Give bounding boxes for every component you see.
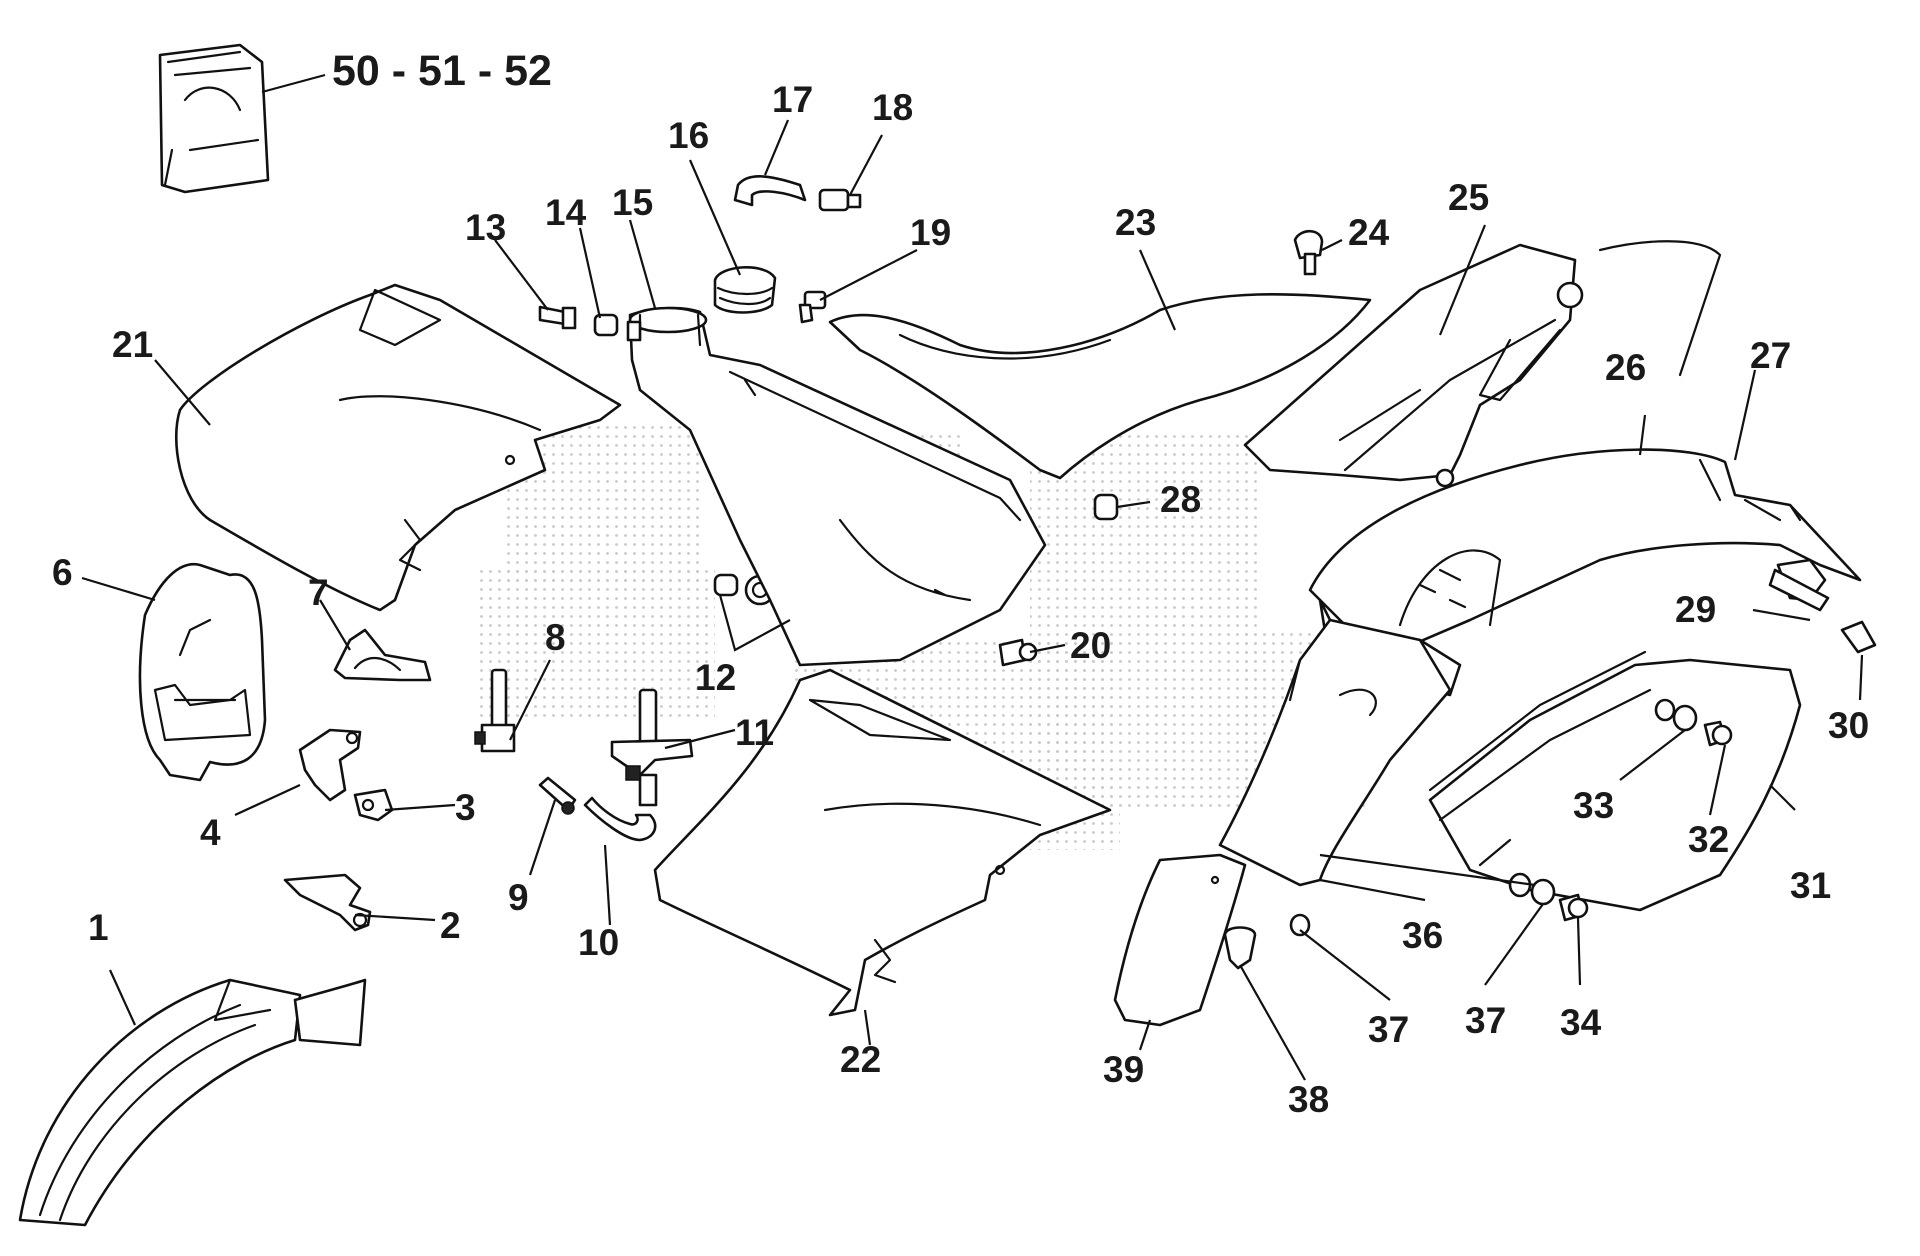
part-seat-bolt-24: [1293, 229, 1324, 276]
callout-21: 21: [112, 324, 153, 365]
callout-15: 15: [612, 182, 653, 223]
callout-19: 19: [910, 212, 951, 253]
callout-6: 6: [52, 552, 73, 593]
callout-2: 2: [440, 905, 461, 946]
part-fitting-18: [818, 188, 862, 212]
part-screw-34: [1558, 893, 1589, 922]
callout-39: 39: [1103, 1049, 1144, 1090]
callout-labels: 50 - 51 - 52 1 2 3 4 6 7 8 9 10 11 12 13…: [52, 47, 1869, 1120]
callout-31: 31: [1790, 865, 1831, 906]
part-fitting-9: [538, 776, 577, 815]
callout-33: 33: [1573, 785, 1614, 826]
part-side-panel-25: [1243, 240, 1722, 488]
callout-10: 10: [578, 922, 619, 963]
callout-18: 18: [872, 87, 913, 128]
callout-11: 11: [735, 712, 774, 753]
part-strap-7: [333, 628, 432, 682]
part-shroud-left-21: [174, 283, 622, 612]
callout-22: 22: [840, 1039, 881, 1080]
callout-20: 20: [1070, 625, 1111, 666]
callout-28: 28: [1160, 479, 1201, 520]
callout-38: 38: [1288, 1079, 1329, 1120]
part-number-plate-31: [1428, 650, 1802, 912]
part-washer-33: [1654, 698, 1698, 732]
leader-lines: [81, 73, 1864, 1081]
part-nut-14: [593, 313, 619, 337]
part-plug-38: [1223, 926, 1257, 970]
callout-29: 29: [1675, 589, 1716, 630]
part-fuel-cap-16: [713, 266, 777, 314]
callout-26: 26: [1605, 347, 1646, 388]
callout-36: 36: [1402, 915, 1443, 956]
callout-8: 8: [545, 617, 566, 658]
part-headlight-mask-6: [138, 562, 267, 782]
callout-34: 34: [1560, 1002, 1602, 1043]
callout-16: 16: [668, 115, 709, 156]
callout-9: 9: [508, 877, 529, 918]
part-bracket-4: [298, 728, 362, 802]
part-fuel-tank-15: [626, 306, 1047, 667]
callout-3: 3: [455, 787, 476, 828]
part-hose-10: [583, 796, 657, 842]
callout-23: 23: [1115, 202, 1156, 243]
callout-24: 24: [1348, 212, 1390, 253]
part-grommet-28: [1093, 493, 1119, 521]
part-fuel-valve-11: [610, 688, 694, 807]
part-screw-13: [538, 305, 577, 330]
callout-25: 25: [1448, 177, 1489, 218]
part-hose-17: [733, 175, 807, 207]
callout-7: 7: [308, 572, 329, 613]
callout-30: 30: [1828, 705, 1869, 746]
callout-13: 13: [465, 207, 506, 248]
part-bag-50-51-52: [158, 43, 270, 194]
callout-37-left: 37: [1368, 1009, 1409, 1050]
callout-37-right: 37: [1465, 1000, 1506, 1041]
part-front-fender-1: [18, 978, 367, 1227]
part-screw-20: [998, 638, 1038, 667]
callout-17: 17: [772, 79, 813, 120]
part-bracket-29: [1768, 558, 1830, 612]
callout-50-51-52: 50 - 51 - 52: [332, 47, 552, 95]
part-clip-30: [1840, 620, 1877, 654]
callout-4: 4: [200, 812, 221, 853]
part-bracket-2: [283, 873, 372, 932]
callout-12: 12: [695, 657, 736, 698]
callout-14: 14: [545, 192, 587, 233]
part-screw-19: [798, 290, 827, 324]
part-mud-guard-36: [1218, 618, 1452, 887]
part-seat-23: [828, 293, 1372, 480]
part-screw-32: [1703, 720, 1733, 747]
callout-32: 32: [1688, 819, 1729, 860]
part-fuel-tap-8: [474, 668, 516, 753]
part-flap-39: [1113, 853, 1247, 1027]
part-clamp-3: [353, 788, 394, 822]
callout-1: 1: [88, 907, 109, 948]
callout-27: 27: [1750, 335, 1791, 376]
part-shroud-right-22: [653, 668, 1112, 1017]
